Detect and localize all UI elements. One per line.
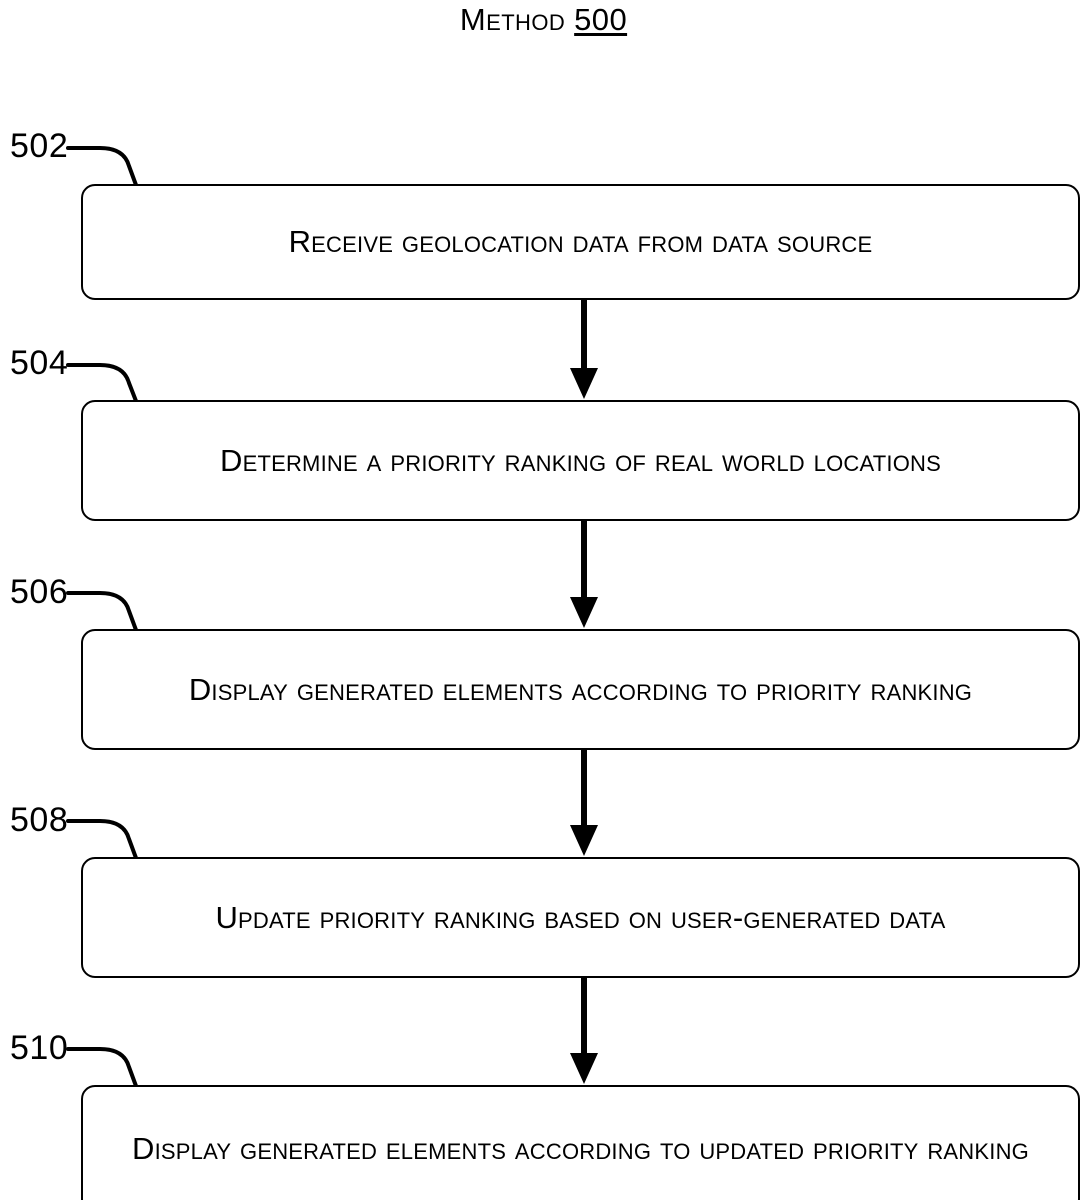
process-box-502: Receive geolocation data from data sourc… <box>81 184 1080 300</box>
process-box-504-label: Determine a priority ranking of real wor… <box>220 442 941 478</box>
ref-numeral-502: 502 <box>10 127 69 165</box>
figure-title-prefix: Method <box>459 2 575 37</box>
figure-title: Method 500 <box>0 2 1087 38</box>
ref-numeral-508: 508 <box>10 801 69 839</box>
process-box-508: Update priority ranking based on user-ge… <box>81 857 1080 978</box>
process-box-508-label: Update priority ranking based on user-ge… <box>215 899 946 935</box>
ref-numeral-506: 506 <box>10 573 69 611</box>
process-box-504: Determine a priority ranking of real wor… <box>81 400 1080 521</box>
process-box-506: Display generated elements according to … <box>81 629 1080 750</box>
process-box-506-label: Display generated elements according to … <box>188 671 973 707</box>
arrow-502-to-504 <box>570 300 598 399</box>
process-box-510: Display generated elements according to … <box>81 1085 1080 1200</box>
ref-numeral-504: 504 <box>10 344 69 382</box>
leader-line-504 <box>66 363 138 403</box>
leader-line-502 <box>66 146 138 187</box>
leader-line-506 <box>66 591 138 632</box>
arrow-504-to-506 <box>570 521 598 628</box>
leader-line-510 <box>66 1047 138 1088</box>
process-box-502-label: Receive geolocation data from data sourc… <box>288 224 873 259</box>
figure-title-number: 500 <box>574 2 628 37</box>
leader-line-508 <box>66 819 138 860</box>
arrow-508-to-510 <box>570 978 598 1084</box>
ref-numeral-510: 510 <box>10 1029 69 1067</box>
process-box-510-label: Display generated elements according to … <box>132 1131 1029 1166</box>
arrow-506-to-508 <box>570 750 598 856</box>
